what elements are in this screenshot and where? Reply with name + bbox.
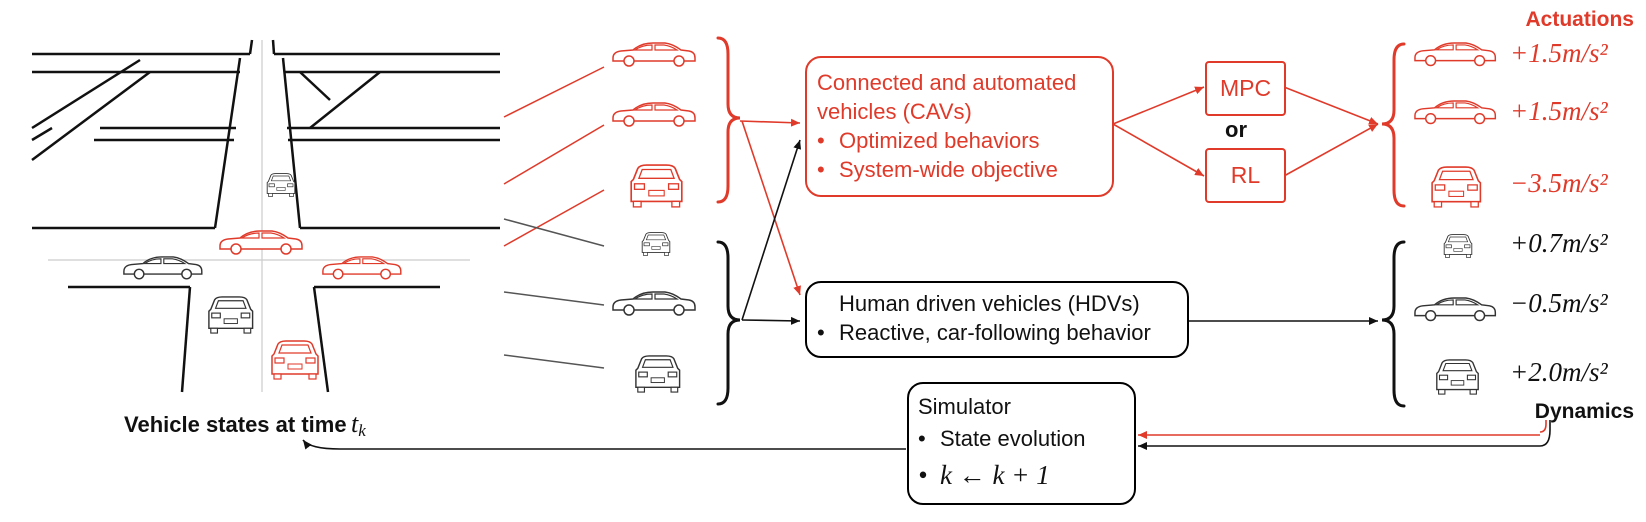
car-icon [1443,234,1473,258]
output-vehicles [1414,42,1497,395]
car-icon [219,230,303,255]
cav-brace [716,36,741,204]
cav-bullet: System-wide objective [817,155,1112,184]
cav-value: +1.5m/s² [1510,38,1608,68]
car-icon [1414,297,1497,322]
simulator-box: Simulator State evolution k ← k + 1 [907,382,1136,505]
car-icon [1414,100,1497,125]
car-icon [1414,42,1497,67]
cav-title-line1: Connected and automated [817,70,1077,95]
cav-value: +1.5m/s² [1510,96,1608,126]
cav-bullet: Optimized behaviors [817,126,1112,155]
car-icon [635,355,681,393]
actuation-brace [1381,42,1406,208]
connector-lines [503,66,605,369]
rl-label: RL [1230,162,1261,188]
car-icon [1431,166,1482,208]
car-icon [266,173,296,197]
mpc-label: MPC [1219,75,1272,101]
car-icon [630,164,683,208]
cav-box: Connected and automated vehicles (CAVs) … [805,56,1114,197]
car-icon [612,291,696,316]
car-icon [1436,359,1479,395]
arrows [302,86,1551,450]
lane-markings [48,40,470,392]
hdv-box: Human driven vehicles (HDVs) Reactive, c… [805,281,1189,358]
simulator-bullet: State evolution [918,422,1134,456]
hdv-bullet: Reactive, car-following behavior [817,318,1187,347]
hdv-value: +2.0m/s² [1510,357,1608,387]
braces [716,36,1406,408]
states-caption-text: Vehicle states at time [124,412,347,437]
car-icon [612,42,696,67]
car-icon [641,232,671,256]
hdv-brace [716,240,741,406]
road-network [31,39,500,393]
states-var: t [351,409,359,438]
rl-box: RL [1205,148,1286,203]
zoomed-vehicles [612,42,696,393]
hdv-value: −0.5m/s² [1510,288,1608,318]
dynamics-label: Dynamics [1534,400,1634,423]
car-icon [208,296,254,334]
cav-value: −3.5m/s² [1510,168,1608,198]
actuations-label: Actuations [1525,8,1634,31]
hdv-value: +0.7m/s² [1510,228,1608,258]
states-sub: k [358,421,366,441]
dynamics-brace [1381,240,1406,408]
hdv-title: Human driven vehicles (HDVs) [839,291,1140,316]
car-icon [612,102,696,127]
or-label: or [1225,117,1247,142]
simulator-bullet: k ← k + 1 [918,456,1134,494]
states-caption: Vehicle states at time tk [124,409,366,441]
simulator-title: Simulator [918,394,1011,419]
car-icon [271,340,319,380]
mpc-box: MPC [1205,61,1286,116]
cav-title-line2: vehicles (CAVs) [817,99,972,124]
